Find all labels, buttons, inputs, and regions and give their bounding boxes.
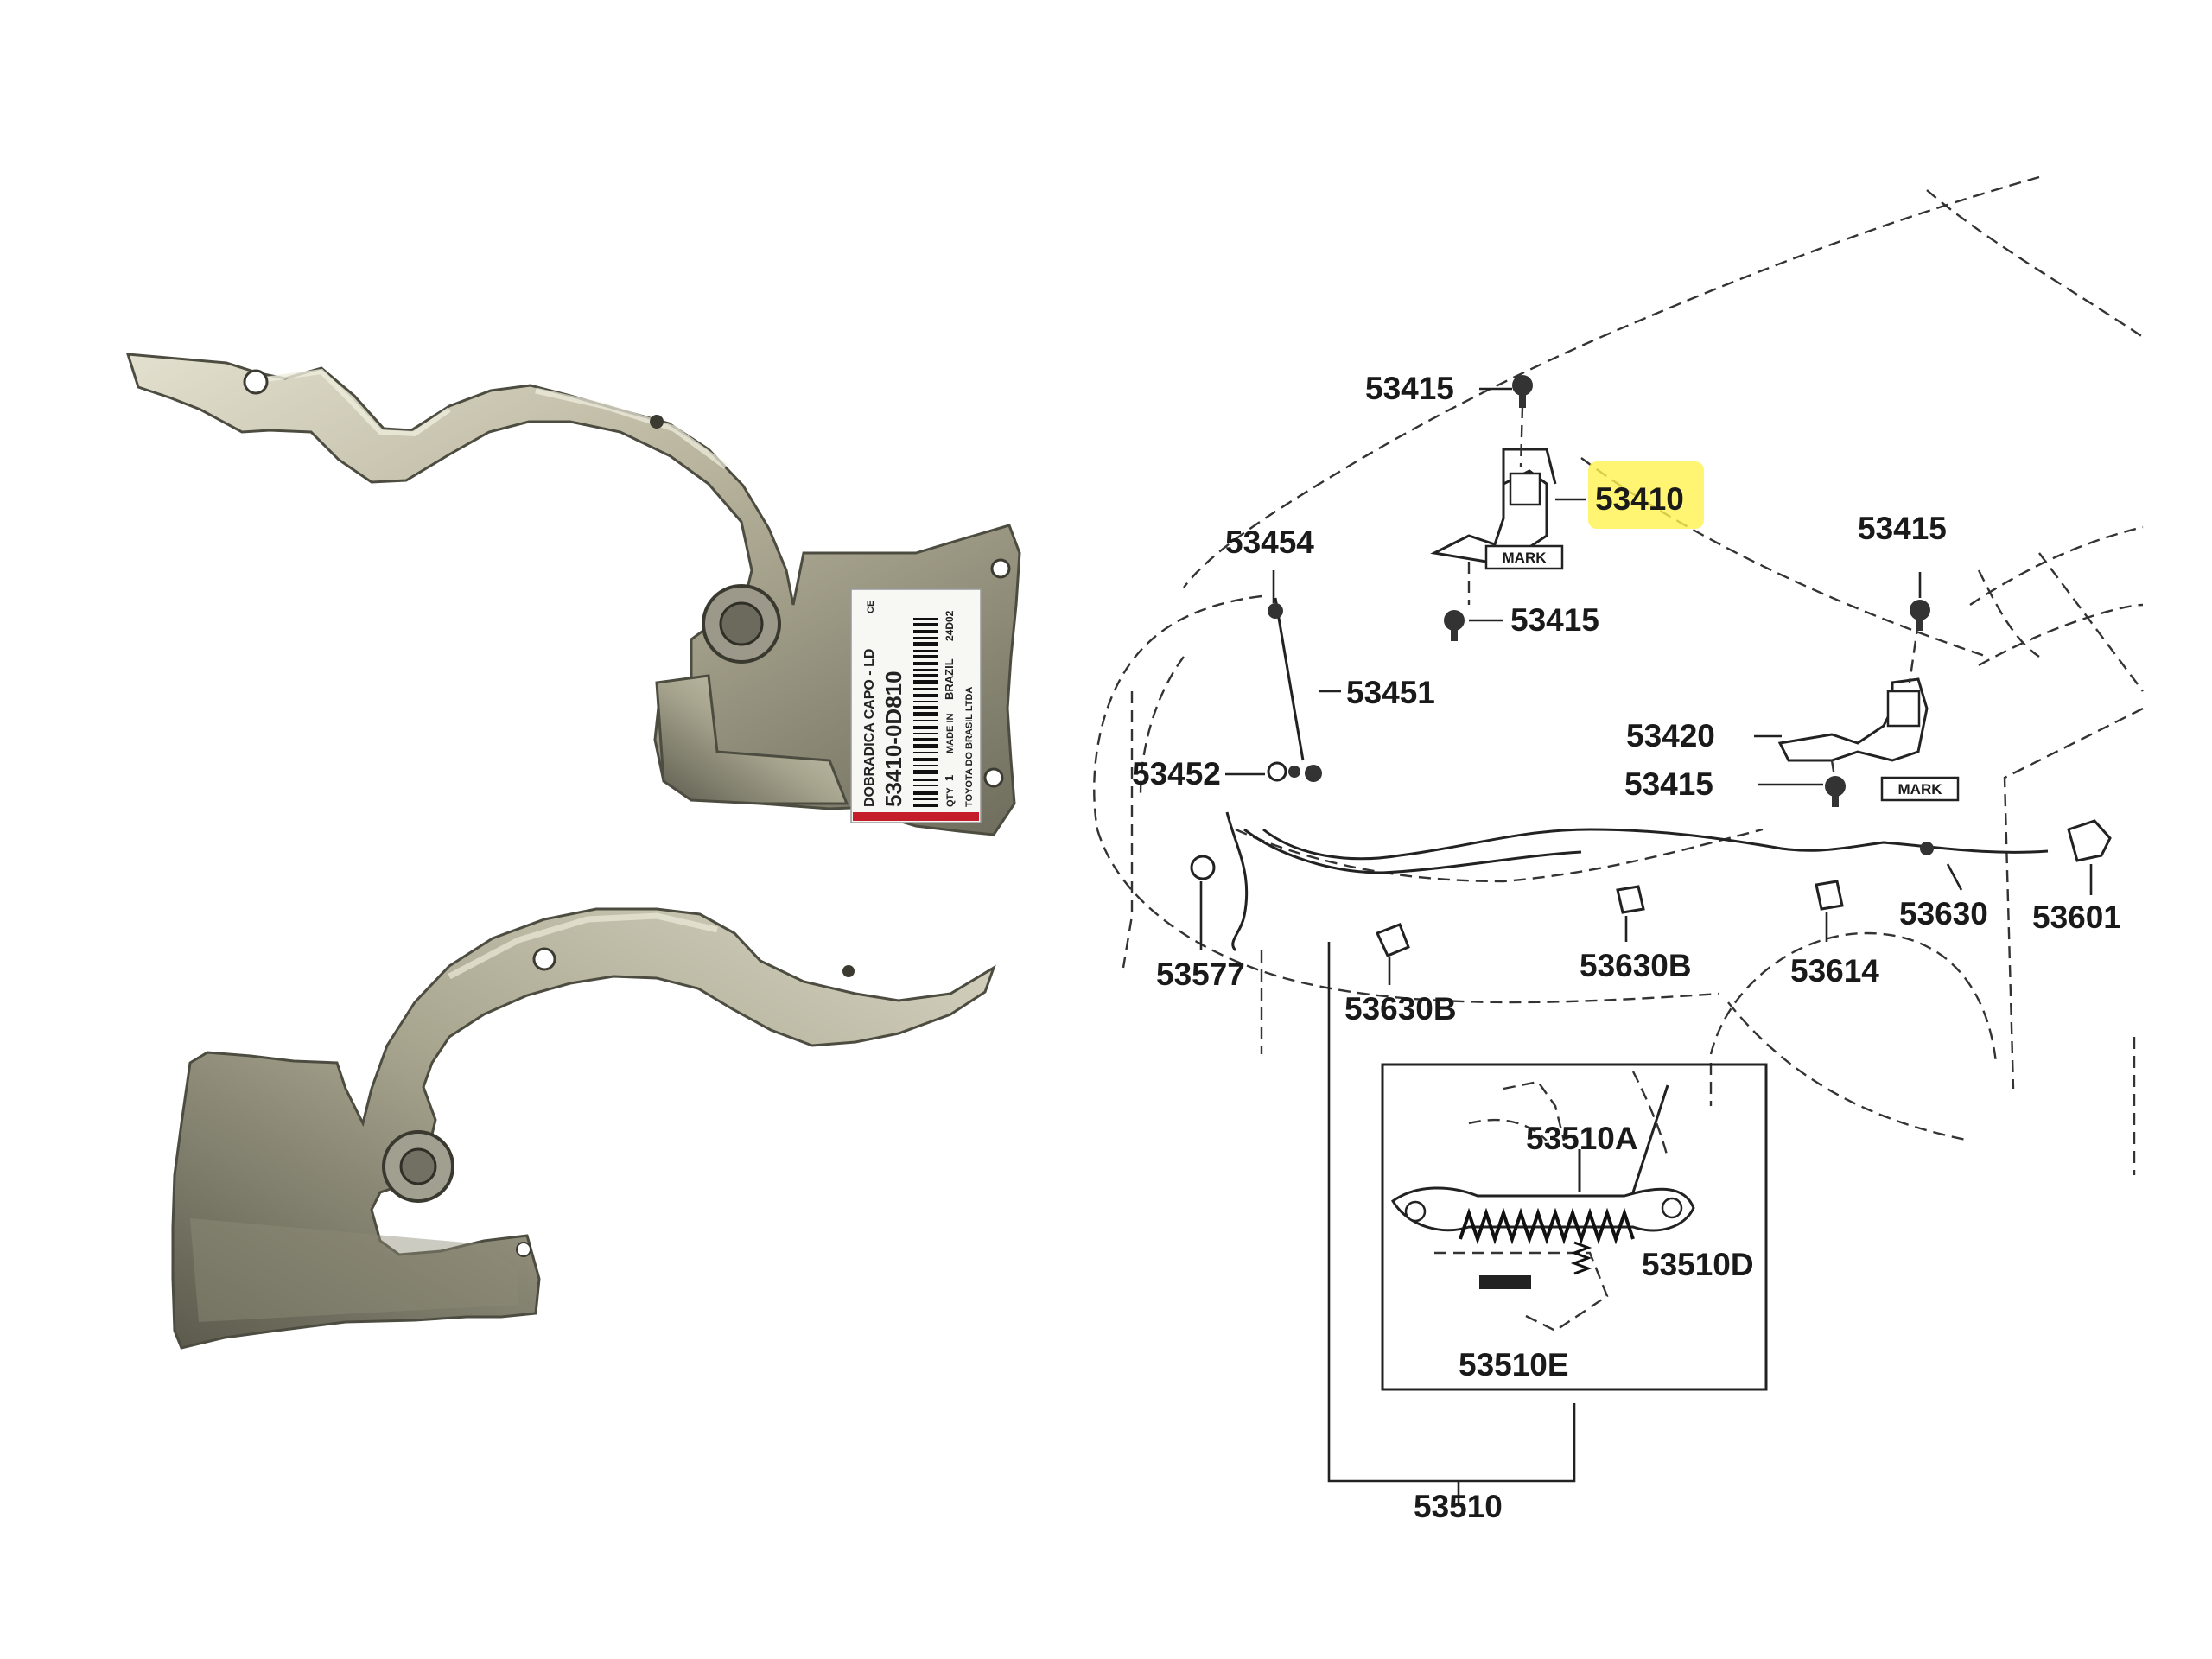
bolt-icon (1825, 776, 1846, 807)
callout-53420: 53420 (1626, 718, 1715, 753)
mark-tag: MARK (1880, 776, 1960, 802)
callout-53601: 53601 (2032, 899, 2121, 935)
lower-hinge-body (171, 907, 996, 1350)
latch-release-icon (2067, 819, 2112, 862)
clip-icon (1815, 880, 1844, 911)
callout-53630b-mid: 53630B (1580, 948, 1692, 983)
leader-lines (1199, 387, 2093, 1503)
qty-value: 1 (943, 775, 956, 781)
bolt-icon (1305, 765, 1322, 782)
hood-hinge-drawing-53420 (1777, 621, 1929, 783)
callout-53510d: 53510D (1642, 1247, 1754, 1282)
vehicle-outline (1093, 175, 2144, 1175)
manufacturer-text: TOYOTA DO BRASIL LTDA (964, 687, 975, 807)
latch-pad (1479, 1275, 1531, 1289)
cable-end-icon (1920, 842, 1934, 855)
coil-spring (1459, 1207, 1635, 1245)
upper-hinge-bracket (655, 674, 849, 805)
mark-tag: MARK (1484, 544, 1564, 570)
exploded-parts-diagram: MARK MARK (1093, 175, 2144, 1524)
callout-53452: 53452 (1132, 756, 1221, 791)
small-spring (1570, 1241, 1592, 1275)
callout-53510a: 53510A (1526, 1121, 1638, 1156)
cable-lines (1225, 597, 2049, 952)
hood-hinge-drawing-53410 (1430, 405, 1557, 605)
upper-hinge-photo: DOBRADICA CAPO - LD 53410-0D810 (125, 353, 1021, 836)
callout-53415-top: 53415 (1365, 371, 1454, 406)
bolt-icon (1444, 610, 1465, 641)
part-label-sticker: DOBRADICA CAPO - LD 53410-0D810 (850, 588, 982, 823)
bolt-icon (1512, 375, 1533, 408)
callout-53510e: 53510E (1459, 1347, 1569, 1382)
clip-icon (1267, 761, 1300, 782)
bolt-icon (1268, 603, 1283, 619)
callout-53415-lower: 53415 (1624, 766, 1713, 802)
mounting-hole (243, 369, 269, 395)
mark-tag-text: MARK (1898, 781, 1943, 798)
bracket-hole (983, 767, 1004, 788)
highlight-box (1588, 461, 1704, 529)
ce-mark: CE (866, 601, 876, 613)
bolt-icon (1910, 600, 1930, 631)
callout-53415-mid: 53415 (1510, 602, 1599, 638)
callout-53630b-left: 53630B (1344, 991, 1457, 1027)
inset-box (1381, 1063, 1768, 1391)
callout-53630: 53630 (1899, 896, 1988, 931)
qty-caption: QTY (945, 787, 956, 807)
date-code: 24D02 (944, 610, 956, 641)
callout-53415-right: 53415 (1858, 511, 1947, 546)
part-name-text: DOBRADICA CAPO - LD (862, 649, 877, 807)
rivet-hole (842, 965, 855, 977)
callout-53614: 53614 (1790, 953, 1879, 988)
mounting-hole (532, 947, 556, 971)
fasteners (1190, 375, 2112, 957)
callout-53454: 53454 (1225, 524, 1314, 560)
bracket-hole (990, 558, 1011, 579)
callout-53410: 53410 (1595, 481, 1684, 517)
mark-tag-text: MARK (1503, 550, 1548, 566)
bracket-hole (516, 1242, 531, 1257)
rivet-hole (650, 415, 664, 429)
clip-icon (1616, 885, 1645, 914)
callout-labels: 53415 53410 53454 53415 53415 53451 5342… (1132, 371, 2121, 1524)
callout-53510: 53510 (1414, 1489, 1503, 1524)
clip-icon (1190, 855, 1216, 880)
clip-icon (1375, 923, 1410, 957)
part-number-text: 53410-0D810 (880, 671, 906, 807)
barcode (913, 618, 938, 807)
callout-53451: 53451 (1346, 675, 1435, 710)
made-in-value: BRAZIL (943, 658, 956, 700)
callout-53577: 53577 (1156, 957, 1245, 992)
lower-hinge-photo (171, 907, 996, 1350)
made-in-caption: MADE IN (945, 714, 956, 754)
